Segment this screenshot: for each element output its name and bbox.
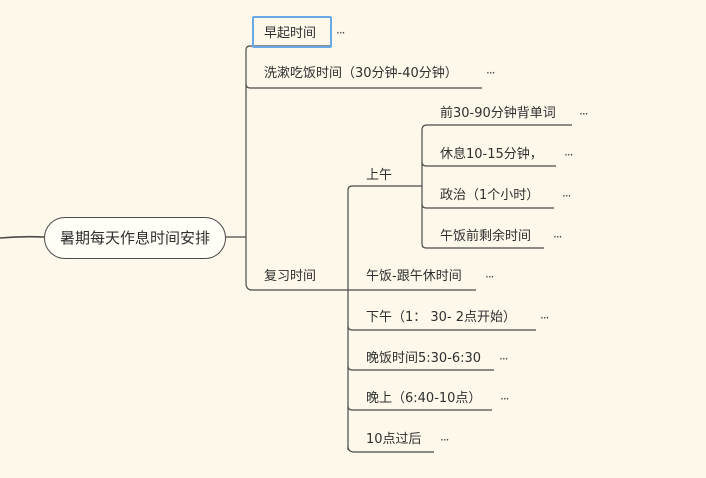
topic-afternoon[interactable]: 下午（1： 30- 2点开始） [366, 310, 517, 325]
topic-rest[interactable]: 休息10-15分钟， [440, 147, 543, 162]
more-icon[interactable]: ··· [336, 26, 346, 40]
more-icon[interactable]: ··· [540, 311, 550, 325]
more-icon[interactable]: ··· [579, 107, 589, 121]
topic-morning[interactable]: 上午 [366, 168, 393, 183]
more-icon[interactable]: ··· [485, 270, 495, 284]
more-icon[interactable]: ··· [553, 230, 563, 244]
more-icon[interactable]: ··· [440, 433, 450, 447]
more-icon[interactable]: ··· [564, 148, 574, 162]
selection-highlight [252, 16, 332, 48]
topic-politics[interactable]: 政治（1个小时） [440, 188, 540, 203]
topic-before-lunch[interactable]: 午饭前剩余时间 [440, 229, 532, 244]
topic-vocabulary[interactable]: 前30-90分钟背单词 [440, 106, 556, 121]
topic-wash-eat-time[interactable]: 洗漱吃饭时间（30分钟-40分钟） [264, 66, 458, 81]
topic-lunch-nap[interactable]: 午饭-跟午休时间 [366, 269, 462, 284]
more-icon[interactable]: ··· [500, 392, 510, 406]
more-icon[interactable]: ··· [499, 352, 509, 366]
more-icon[interactable]: ··· [486, 66, 496, 80]
topic-dinner[interactable]: 晚饭时间5:30-6:30 [366, 351, 482, 366]
more-icon[interactable]: ··· [562, 189, 572, 203]
root-topic[interactable]: 暑期每天作息时间安排 [44, 217, 226, 259]
topic-wake-up-time[interactable]: 早起时间 [264, 26, 317, 41]
topic-review-time[interactable]: 复习时间 [264, 269, 317, 284]
topic-after-ten[interactable]: 10点过后 [366, 432, 422, 447]
topic-evening[interactable]: 晚上（6:40-10点） [366, 391, 482, 406]
